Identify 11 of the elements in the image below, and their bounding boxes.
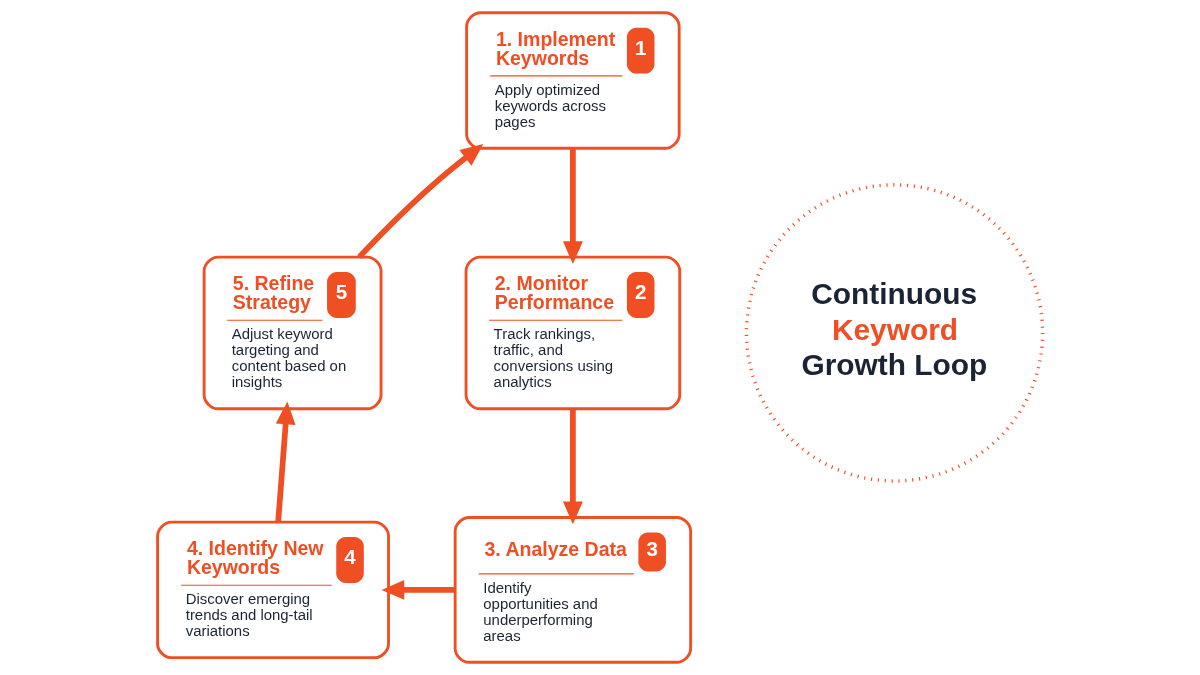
node-box: 4. Identify New Keywords 4 Discover emerging trends and long-tail variations [156,520,390,660]
node-circle: Continuous Keyword Growth Loop [744,183,1045,483]
arrow [357,144,484,259]
node-box: 5. Refine Strategy 5 Adjust keyword targeting and content based on insights [202,255,383,411]
arrow [563,408,583,525]
arrow [381,579,455,600]
arrow [563,148,583,265]
node-box: 3. Analyze Data 3 Identify opportunities and underperforming areas [453,516,693,664]
arrow [275,401,296,523]
node-box: 2. Monitor Performance 2 Track rankings, traffic, and conversions using analytics [464,255,682,411]
node-box: 1. Implement Keywords 1 Apply optimized keywords across pages [465,11,681,150]
